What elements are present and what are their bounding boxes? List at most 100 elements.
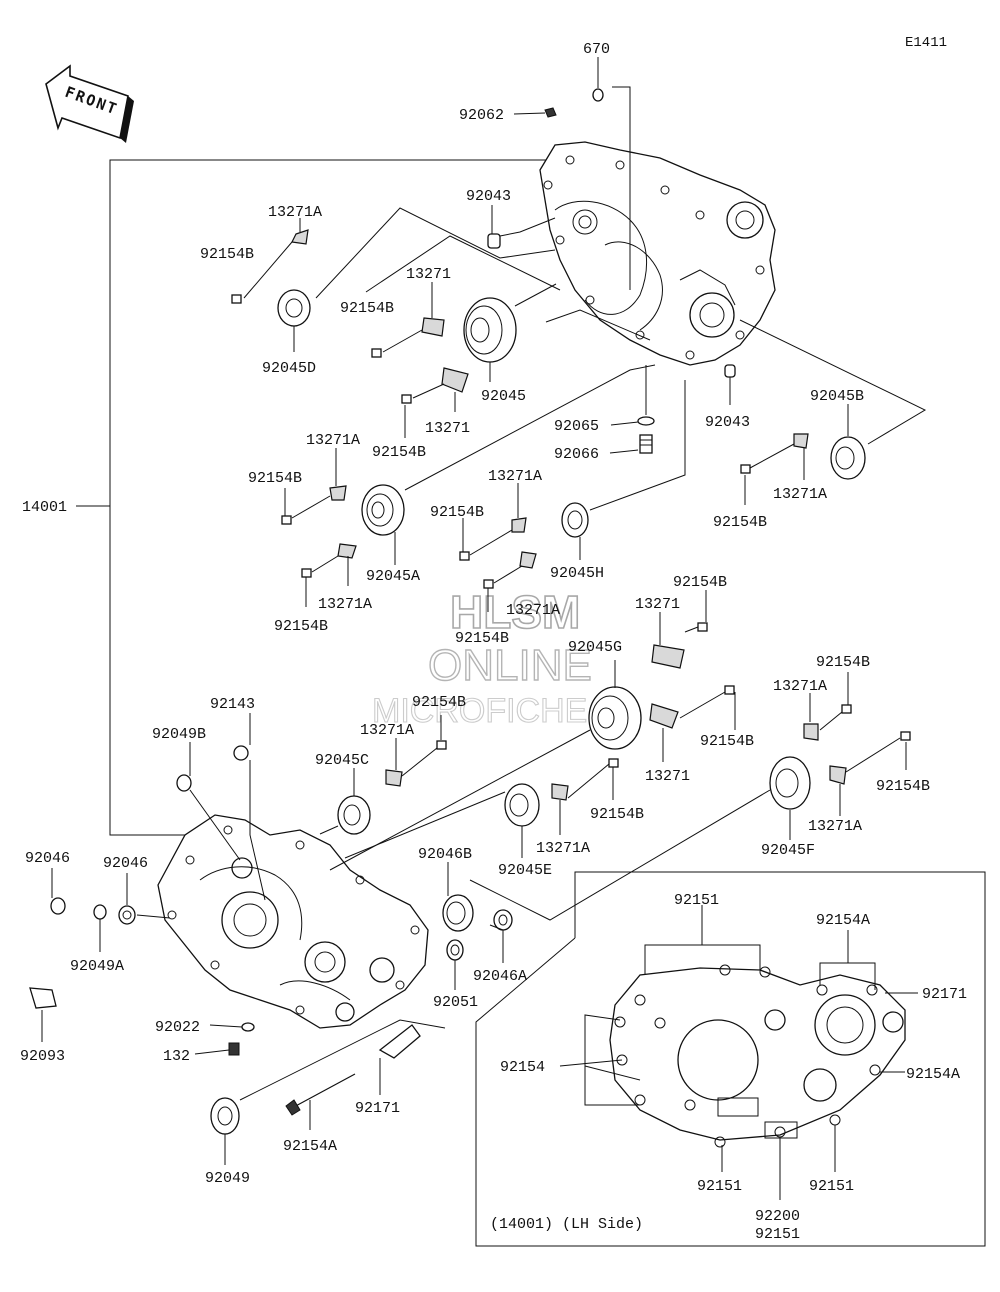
label-92046-left: 92046 (25, 850, 70, 867)
label-92045: 92045 (481, 388, 526, 405)
label-13271-a: 13271 (406, 266, 451, 283)
bearing-92045D (277, 289, 311, 327)
needle-bearing-92046B (442, 894, 474, 932)
label-92022: 92022 (155, 1019, 200, 1036)
bolt-92062 (544, 107, 557, 118)
label-92154B-i: 92154B (455, 630, 509, 647)
bearing-92045C (337, 795, 371, 835)
crankcase-assembly-bracket (76, 159, 560, 836)
label-13271A-g: 13271A (773, 678, 827, 695)
label-92154A-top: 92154A (816, 912, 870, 929)
ring-92051 (446, 939, 464, 961)
label-132: 132 (163, 1048, 190, 1065)
oil-seal-92049A (93, 904, 107, 920)
label-92046-right: 92046 (103, 855, 148, 872)
label-92051: 92051 (433, 994, 478, 1011)
label-13271A-c: 13271A (488, 468, 542, 485)
watermark-line-1: HLSM (450, 586, 580, 638)
label-13271A-e: 13271A (318, 596, 372, 613)
collar-92049B (176, 774, 192, 792)
plug-92066 (639, 434, 653, 454)
needle-bearing-92046-left (50, 897, 66, 915)
label-92154B-d: 92154B (248, 470, 302, 487)
label-13271A-b: 13271A (306, 432, 360, 449)
label-92151-left: 92151 (697, 1178, 742, 1195)
washer-92065 (637, 416, 655, 426)
bearing-92045E (504, 783, 540, 827)
label-92171: 92171 (355, 1100, 400, 1117)
label-92065: 92065 (554, 418, 599, 435)
oil-seal-92045H (561, 502, 589, 538)
bracket-92171 (378, 1024, 421, 1059)
label-92043-upper: 92043 (466, 188, 511, 205)
label-92093: 92093 (20, 1048, 65, 1065)
right-crankcase-half (539, 141, 776, 366)
long-bolt-92154A (285, 1073, 356, 1116)
label-670: 670 (583, 41, 610, 58)
label-92154B-f: 92154B (713, 514, 767, 531)
label-92154B-l: 92154B (700, 733, 754, 750)
label-92045G: 92045G (568, 639, 622, 656)
inset-caption: (14001) (LH Side) (490, 1216, 643, 1233)
label-92154B-m: 92154B (876, 778, 930, 795)
bearing-92045 (463, 297, 517, 363)
label-13271A-a: 13271A (268, 204, 322, 221)
label-92046B: 92046B (418, 846, 472, 863)
label-92154A-bottom: 92154A (283, 1138, 337, 1155)
label-92154B-a: 92154B (200, 246, 254, 263)
label-92154-inset: 92154 (500, 1059, 545, 1076)
label-92062: 92062 (459, 107, 504, 124)
diagram-code: E1411 (905, 35, 947, 51)
label-13271-d: 13271 (645, 768, 690, 785)
label-92049A: 92049A (70, 958, 124, 975)
label-92049: 92049 (205, 1170, 250, 1187)
label-92154B-g: 92154B (673, 574, 727, 591)
label-92043-lower: 92043 (705, 414, 750, 431)
label-92154A-inset-right: 92154A (906, 1066, 960, 1083)
label-13271A-h: 13271A (360, 722, 414, 739)
label-92143: 92143 (210, 696, 255, 713)
label-92154B-h: 92154B (274, 618, 328, 635)
bolt-132 (228, 1042, 240, 1056)
left-crankcase-half (157, 814, 429, 1029)
label-13271A-i: 13271A (808, 818, 862, 835)
label-92154B-e: 92154B (430, 504, 484, 521)
watermark: HLSM ONLINE MICROFICHE (371, 585, 592, 730)
watermark-line-2: ONLINE (428, 641, 592, 690)
leader-lines (41, 57, 927, 1165)
label-92049B: 92049B (152, 726, 206, 743)
dowel-92143 (233, 745, 249, 761)
bearing-92045A (361, 484, 405, 536)
label-92154B-n: 92154B (590, 806, 644, 823)
label-13271A-j: 13271A (536, 840, 590, 857)
label-92154B-b: 92154B (340, 300, 394, 317)
part-labels: 670 92062 92043 13271A 92154B 92045D 132… (20, 41, 967, 1243)
cap-92093 (29, 987, 57, 1009)
retainers-13271 (291, 229, 847, 801)
label-92046A: 92046A (473, 968, 527, 985)
label-92151-top: 92151 (674, 892, 719, 909)
label-13271-b: 13271 (425, 420, 470, 437)
bearing-92045G (588, 686, 642, 750)
label-92171-inset: 92171 (922, 986, 967, 1003)
label-14001: 14001 (22, 499, 67, 516)
label-92154B-c: 92154B (372, 444, 426, 461)
washer-92022 (241, 1022, 255, 1032)
label-92151-bottom: 92151 (755, 1226, 800, 1243)
label-92045A: 92045A (366, 568, 420, 585)
label-92045D: 92045D (262, 360, 316, 377)
needle-bearing-92046A (493, 909, 513, 931)
front-arrow-icon: FRONT (45, 64, 134, 143)
label-92045F: 92045F (761, 842, 815, 859)
label-92200: 92200 (755, 1208, 800, 1225)
bearing-92045B (830, 436, 866, 480)
watermark-line-3: MICROFICHE (372, 692, 587, 730)
label-92045B: 92045B (810, 388, 864, 405)
needle-bearing-92046-right (118, 905, 136, 925)
label-92045H: 92045H (550, 565, 604, 582)
label-92154B-k: 92154B (412, 694, 466, 711)
label-13271A-d: 13271A (773, 486, 827, 503)
label-92045E: 92045E (498, 862, 552, 879)
lh-side-inset: (14001) (LH Side) (475, 871, 986, 1247)
